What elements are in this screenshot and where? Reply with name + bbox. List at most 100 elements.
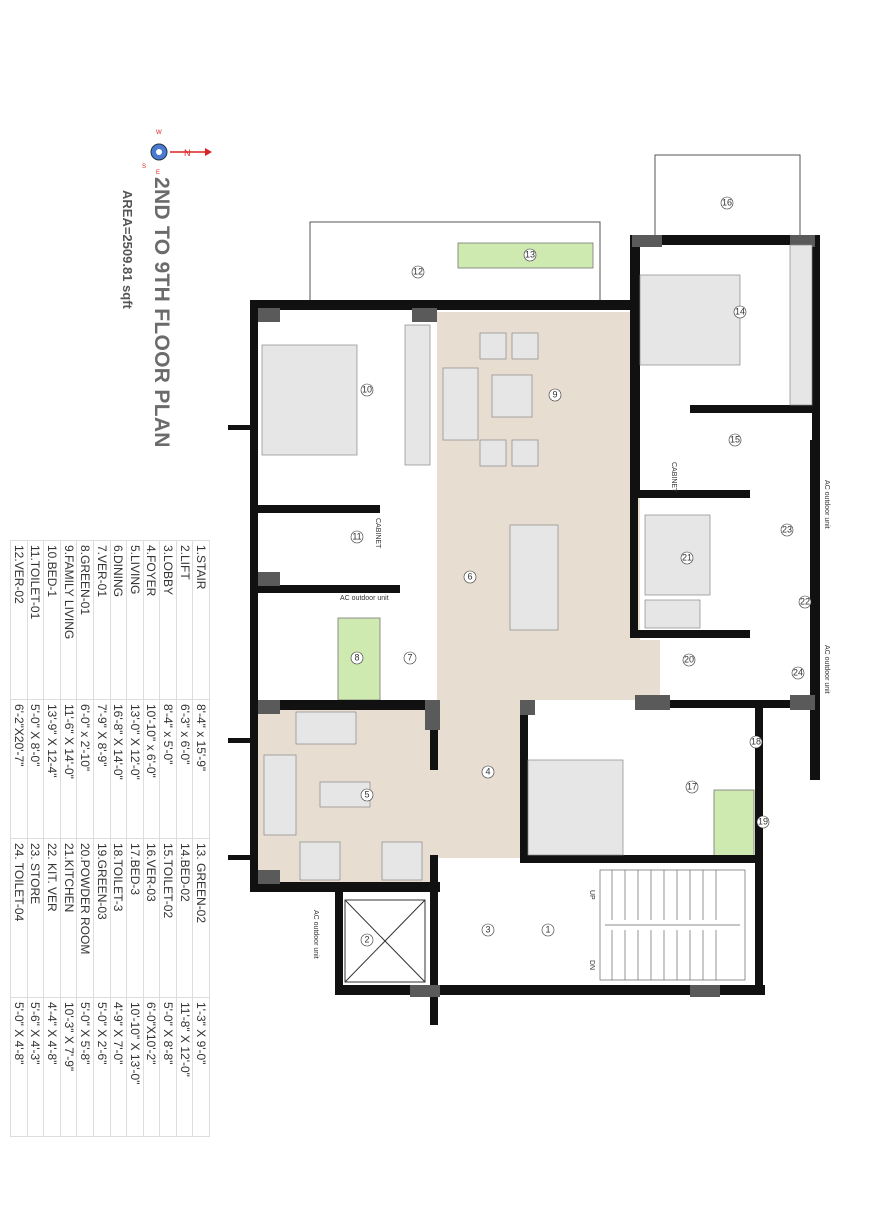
room-marker: 19 [756,815,770,829]
svg-text:1: 1 [545,924,550,934]
legend-room-name: 1.STAIR [192,540,210,700]
walls [228,235,820,1025]
plan-area: AREA=2509.81 sqft [120,190,135,309]
svg-text:18: 18 [751,736,761,746]
ac-unit-label: AC outdoor unit [823,645,830,694]
legend-room-name: 22. KIT. VER [43,838,61,998]
legend-room-size: 6'-3" x 6'-0" [176,699,193,839]
legend-room-size: 10'-10" X 13'-0" [126,997,144,1137]
svg-text:9: 9 [552,389,557,399]
svg-text:2: 2 [364,934,369,944]
room-marker: 22 [798,595,812,609]
legend-room-size: 6'-2"X20'-7" [10,699,28,839]
svg-text:4: 4 [485,766,490,776]
room-marker: 17 [685,780,699,794]
svg-text:23: 23 [782,524,792,534]
legend-room-name: 17.BED-3 [126,838,144,998]
room-marker: 23 [780,523,794,537]
legend-room-name: 9.FAMILY LIVING [60,540,77,700]
cabinet-label: CABINET [374,518,381,549]
legend-room-size: 11'-6" X 14'-0" [60,699,77,839]
svg-text:13: 13 [525,249,535,259]
svg-text:6: 6 [467,571,472,581]
room-marker: 11 [350,530,364,544]
legend-room-size: 10'-10" x 6'-0" [143,699,160,839]
room-marker: 7 [403,651,417,665]
svg-text:15: 15 [730,434,740,444]
legend-room-name: 8.GREEN-01 [76,540,94,700]
legend-room-size: 5'-6" X 4'-3" [27,997,44,1137]
compass-s: S [142,164,146,170]
legend-room-name: 16.VER-03 [143,838,160,998]
legend-room-size: 13'-9" X 12-4" [43,699,61,839]
svg-text:17: 17 [687,781,697,791]
legend-room-size: 16'-8" X 14'-0" [110,699,127,839]
compass-icon: N W E S [142,130,212,176]
legend-room-name: 19.GREEN-03 [93,838,111,998]
legend-room-name: 11.TOILET-01 [27,540,44,700]
room-marker: 2 [360,933,374,947]
room-marker: 12 [411,265,425,279]
svg-text:14: 14 [735,306,745,316]
green-19 [713,789,755,859]
legend-room-size: 5'-0" X 8'-0" [27,699,44,839]
room-marker: 16 [720,196,734,210]
legend-room-size: 5'-0" X 5'-8" [76,997,94,1137]
svg-text:21: 21 [682,552,692,562]
legend-room-name: 4.FOYER [143,540,160,700]
room-marker: 10 [360,383,374,397]
room-marker: 9 [548,388,562,402]
svg-text:10: 10 [362,384,372,394]
legend-room-size: 10'-3" X 7'-9" [60,997,77,1137]
legend-room-name: 13. GREEN-02 [192,838,210,998]
legend-room-name: 2.LIFT [176,540,193,700]
legend-room-name: 18.TOILET-3 [110,838,127,998]
legend-room-size: 8'-4" x 15'-9" [192,699,210,839]
legend-room-size: 6'-0" x 2'-10" [76,699,94,839]
legend-room-size: 5'-0" X 8'-8" [159,997,177,1137]
legend-room-size: 4'-9" X 7'-0" [110,997,127,1137]
stair-down-label: DN [588,960,595,970]
legend-room-size: 6'-0"X10'-2" [143,997,160,1137]
legend-room-name: 6.DINING [110,540,127,700]
room-marker: 6 [463,570,477,584]
legend-room-name: 3.LOBBY [159,540,177,700]
room-marker: 14 [733,305,747,319]
legend-room-name: 24. TOILET-04 [10,838,28,998]
svg-text:16: 16 [722,197,732,207]
room-marker: 1 [541,923,555,937]
compass-n: N [184,148,191,158]
room-marker: 15 [728,433,742,447]
lift-shaft [344,899,426,983]
ac-unit-label: AC outdoor unit [823,480,830,529]
svg-text:5: 5 [364,789,369,799]
compass-w: W [156,130,162,136]
svg-text:20: 20 [684,654,694,664]
legend-room-size: 11'-8" X 12'-0" [176,997,193,1137]
legend-room-size: 5'-0" X 4'-8" [10,997,28,1137]
furniture [261,244,813,881]
legend-room-name: 21.KITCHEN [60,838,77,998]
legend-room-size: 7'-9" X 8'-9" [93,699,111,839]
columns [258,235,815,997]
legend-room-name: 12.VER-02 [10,540,28,700]
svg-text:8: 8 [354,652,359,662]
legend-room-size: 13'-0" X 12'-0" [126,699,144,839]
legend-room-name: 20.POWDER ROOM [76,838,94,998]
room-marker: 4 [481,765,495,779]
legend-room-name: 10.BED-1 [43,540,61,700]
cabinet-label: CABINET [670,462,677,493]
svg-text:24: 24 [793,667,803,677]
legend-room-name: 7.VER-01 [93,540,111,700]
room-marker: 3 [481,923,495,937]
